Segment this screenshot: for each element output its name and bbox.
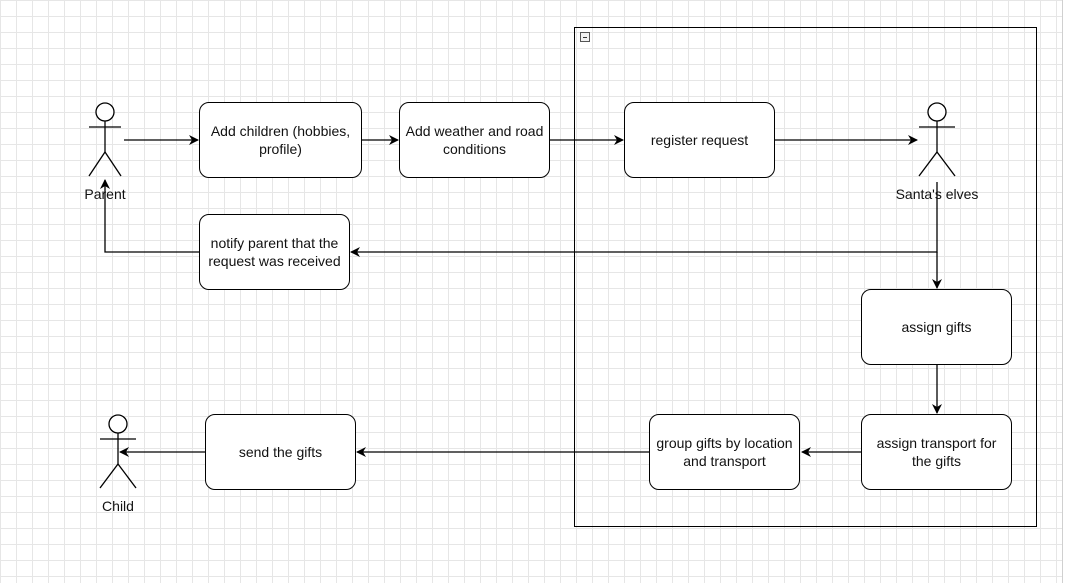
- send-gifts-node[interactable]: send the gifts: [205, 414, 356, 490]
- elves-swimlane-container[interactable]: [574, 27, 1037, 527]
- register-request-node[interactable]: register request: [624, 102, 775, 178]
- child-actor-label: Child: [102, 498, 134, 514]
- parent-actor-label: Parent: [84, 186, 126, 202]
- add-weather-node[interactable]: Add weather and road conditions: [399, 102, 550, 178]
- child-actor-icon[interactable]: [99, 414, 137, 489]
- assign-transport-node[interactable]: assign transport for the gifts: [861, 414, 1012, 490]
- edge-notify-to-parent: [100, 179, 199, 253]
- elves-actor-label: Santa's elves: [895, 186, 979, 202]
- group-gifts-node[interactable]: group gifts by location and transport: [649, 414, 800, 490]
- notify-parent-node[interactable]: notify parent that the request was recei…: [199, 214, 350, 290]
- edge-elves-to-notify: [350, 182, 938, 257]
- canvas-right-edge: [1062, 0, 1070, 583]
- add-children-node[interactable]: Add children (hobbies, profile): [199, 102, 362, 178]
- parent-actor-icon[interactable]: [88, 102, 122, 177]
- assign-gifts-node[interactable]: assign gifts: [861, 289, 1012, 365]
- elves-actor-icon[interactable]: [918, 102, 956, 177]
- collapse-icon[interactable]: [580, 32, 590, 42]
